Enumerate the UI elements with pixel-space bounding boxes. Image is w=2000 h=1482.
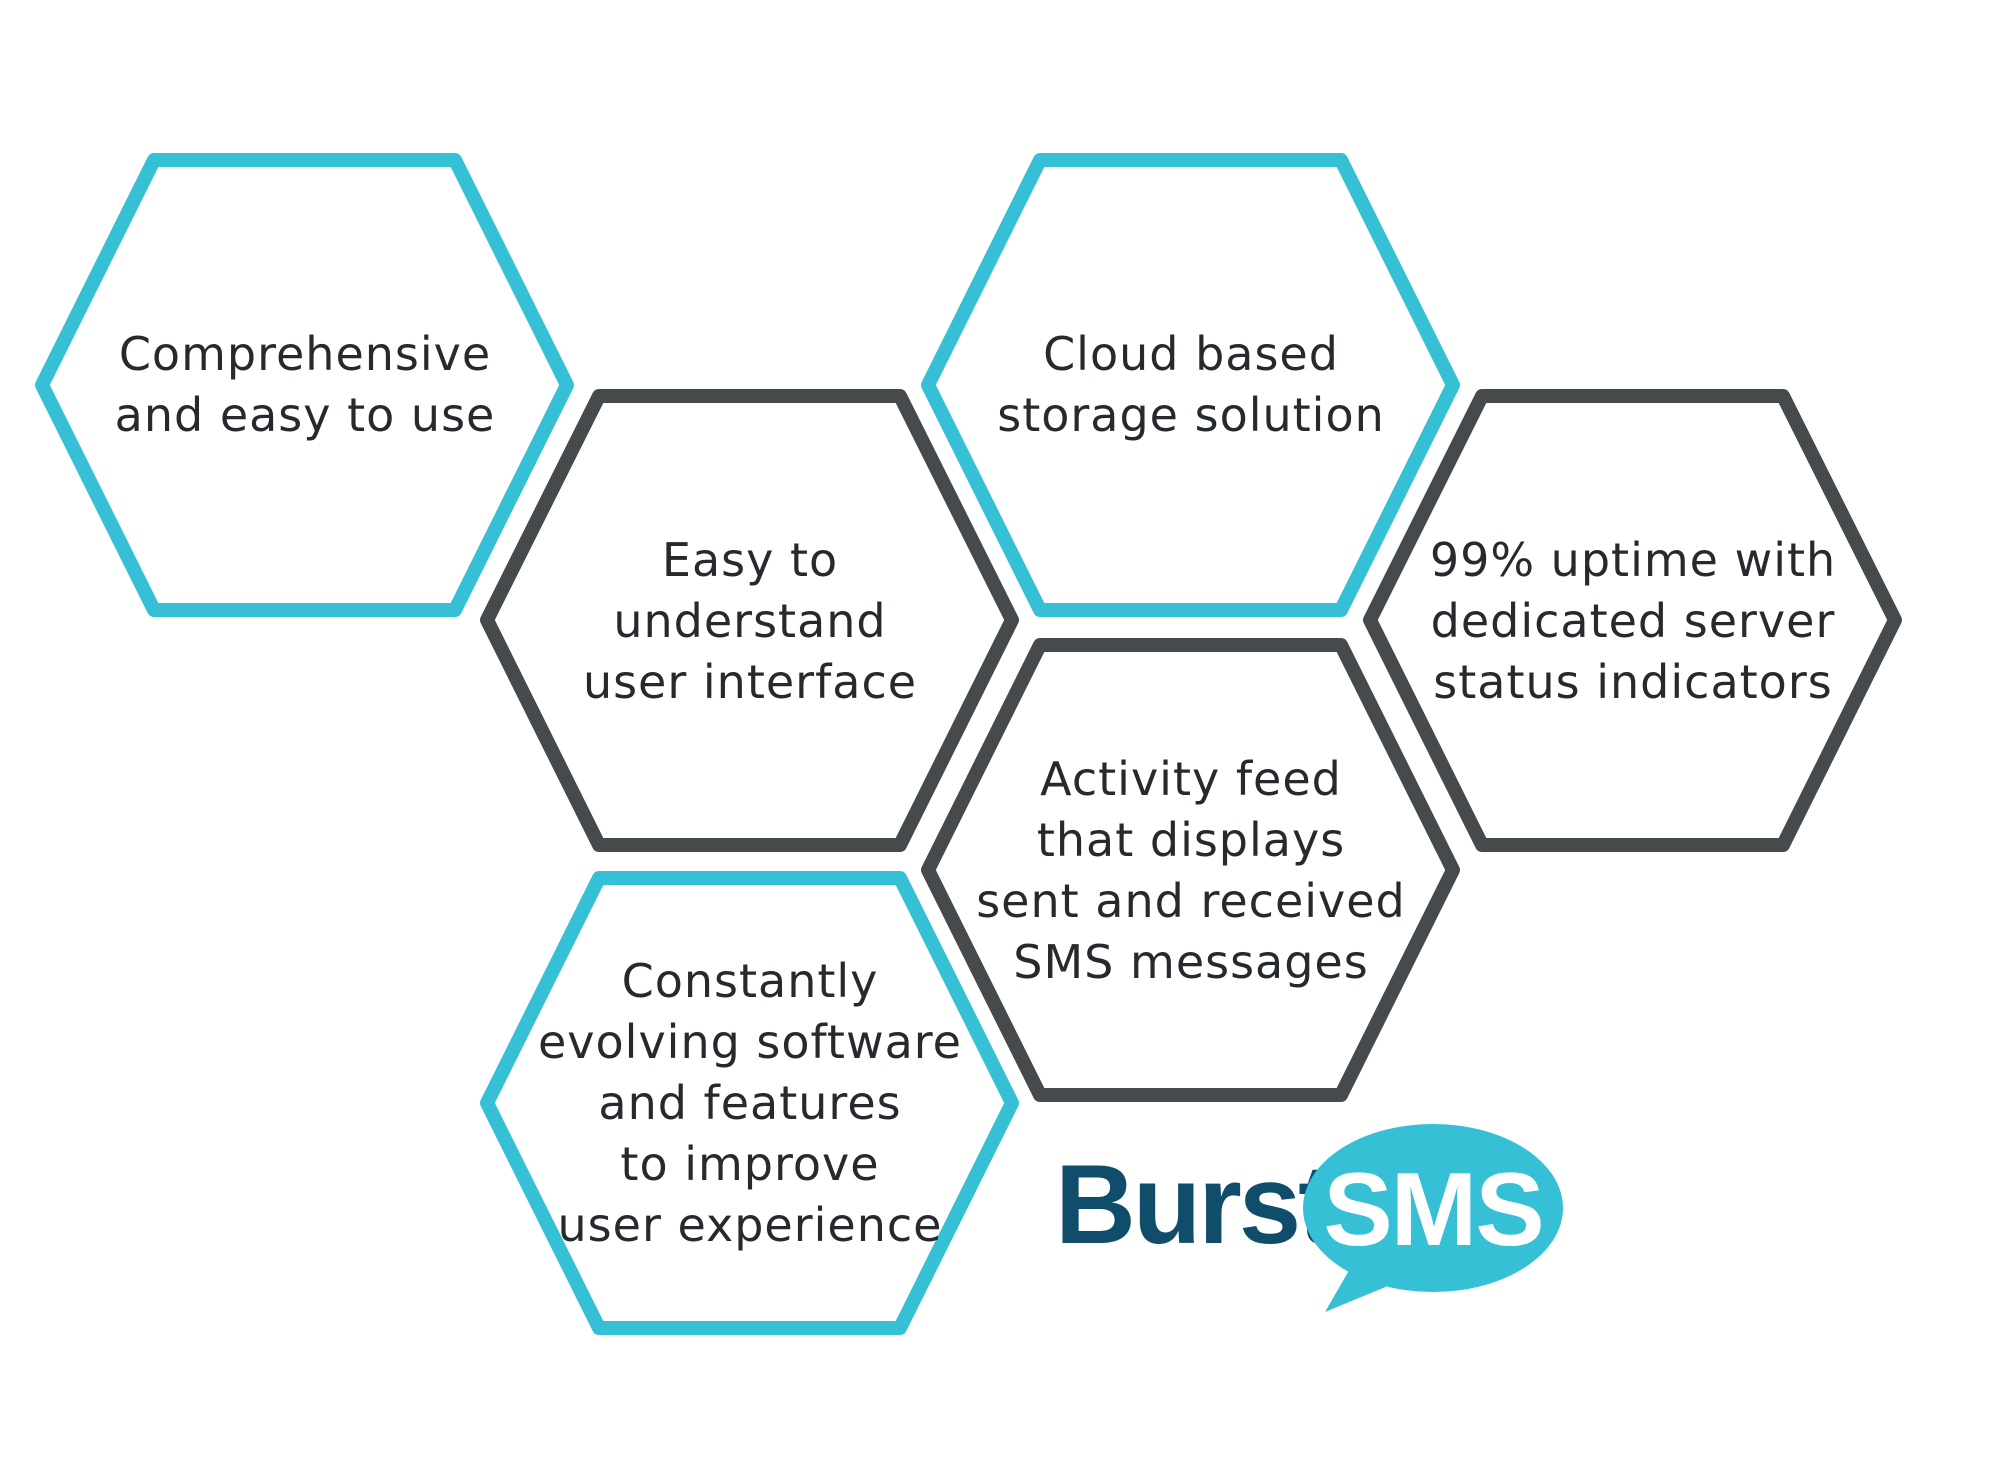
label-line: Comprehensive	[118, 327, 492, 381]
hexagon-label-comprehensive: Comprehensive and easy to use	[74, 200, 536, 570]
logo-speech-bubble	[1303, 1124, 1563, 1292]
hexagon-label-evolving: Constantly evolving software and feature…	[519, 918, 981, 1288]
label-line: Constantly	[621, 953, 879, 1008]
hexagon-label-cloud: Cloud based storage solution	[960, 200, 1422, 570]
label-line: dedicated server	[1430, 593, 1836, 648]
label-line: and features	[598, 1075, 902, 1130]
hexagon-easy-ui	[480, 389, 1019, 852]
label-line: Cloud based	[1043, 327, 1339, 381]
label-line: understand	[613, 593, 887, 648]
label-line: Easy to	[661, 532, 839, 587]
label-line: user interface	[582, 654, 918, 709]
label-line: status indicators	[1433, 654, 1833, 709]
logo-word-burst: Burst	[1055, 1142, 1334, 1267]
label-line: storage solution	[997, 388, 1385, 442]
hexagon-comprehensive	[35, 153, 574, 617]
label-line: that displays	[1036, 813, 1346, 867]
logo-bubble-sms: SMS	[1323, 1152, 1542, 1268]
label-line: user experience	[557, 1197, 943, 1252]
label-line: and easy to use	[114, 388, 496, 442]
label-line: evolving software	[538, 1014, 962, 1069]
hexagon-evolving	[480, 871, 1019, 1335]
logo-speech-bubble-tail	[1325, 1260, 1407, 1312]
hexagon-label-easy-ui: Easy to understand user interface	[519, 436, 981, 806]
hexagon-label-uptime: 99% uptime with dedicated server status …	[1402, 436, 1864, 806]
label-line: SMS messages	[1013, 935, 1369, 989]
label-line: Activity feed	[1040, 752, 1342, 806]
burst-sms-logo: Burst SMS	[1055, 1124, 1563, 1312]
hexagon-uptime	[1363, 389, 1902, 852]
hexagon-activity	[921, 638, 1460, 1102]
hexagon-label-activity: Activity feed that displays sent and rec…	[960, 686, 1422, 1056]
label-line: to improve	[620, 1136, 880, 1191]
hexagon-cloud	[921, 153, 1460, 617]
label-line: sent and received	[976, 874, 1406, 928]
label-line: 99% uptime with	[1429, 532, 1837, 587]
